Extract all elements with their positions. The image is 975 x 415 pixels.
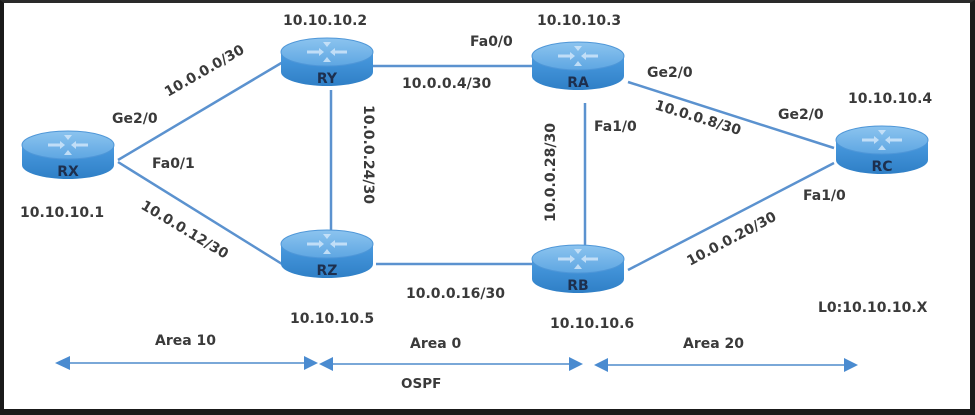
router-rx[interactable]: RX [21, 130, 115, 180]
area-10-span: Area 10 [55, 333, 318, 370]
arrow-right-icon [304, 356, 318, 370]
intf-rc-ge2-0: Ge2/0 [778, 107, 824, 123]
router-name: RB [567, 278, 588, 294]
router-name: RZ [317, 263, 338, 279]
router-rb[interactable]: RB [531, 244, 625, 294]
router-name: RA [567, 75, 589, 91]
arrow-left-icon [594, 358, 608, 372]
arrow-right-icon [569, 357, 583, 371]
arrow-left-icon [319, 357, 333, 371]
arrow-right-icon [844, 358, 858, 372]
subnet-ra-rb: 10.0.0.28/30 [543, 123, 559, 222]
loopback-ry: 10.10.10.2 [283, 13, 367, 29]
router-name: RX [57, 164, 79, 180]
intf-ra-fa0-0: Fa0/0 [470, 34, 513, 50]
link-rb-rc [627, 161, 835, 272]
loopback-note: L0:10.10.10.X [818, 300, 928, 316]
subnet-rx-rz: 10.0.0.12/30 [138, 198, 231, 263]
loopback-rz: 10.10.10.5 [290, 311, 374, 327]
router-ra[interactable]: RA [531, 41, 625, 91]
loopback-rx: 10.10.10.1 [20, 205, 104, 221]
subnet-ry-ra: 10.0.0.4/30 [402, 76, 492, 92]
protocol-label: OSPF [401, 376, 441, 392]
router-ry[interactable]: RY [280, 37, 374, 87]
area-label: Area 0 [410, 336, 462, 352]
area-label: Area 20 [683, 336, 744, 352]
intf-ra-ge2-0: Ge2/0 [647, 65, 693, 81]
area-label: Area 10 [155, 333, 216, 349]
loopback-rc: 10.10.10.4 [848, 91, 932, 107]
link-rx-ry [117, 60, 284, 162]
subnet-rb-rc: 10.0.0.20/30 [684, 209, 779, 270]
intf-rx-ge2-0: Ge2/0 [112, 111, 158, 127]
area-20-span: Area 20 [594, 336, 858, 372]
arrow-left-icon [55, 356, 70, 370]
subnet-ry-rz: 10.0.0.24/30 [360, 105, 376, 204]
router-rc[interactable]: RC [835, 125, 929, 175]
link-rx-rz [117, 160, 283, 266]
router-rz[interactable]: RZ [280, 229, 374, 279]
router-name: RY [317, 71, 338, 87]
loopback-rb: 10.10.10.6 [550, 316, 634, 332]
intf-rc-fa1-0: Fa1/0 [803, 188, 846, 204]
intf-ra-fa1-0: Fa1/0 [594, 119, 637, 135]
loopback-ra: 10.10.10.3 [537, 13, 621, 29]
area-0-span: Area 0 OSPF [319, 336, 583, 392]
router-name: RC [871, 159, 892, 175]
intf-rx-fa0-1: Fa0/1 [152, 156, 195, 172]
link-ra-rc [627, 80, 835, 150]
subnet-rz-rb: 10.0.0.16/30 [406, 286, 505, 302]
